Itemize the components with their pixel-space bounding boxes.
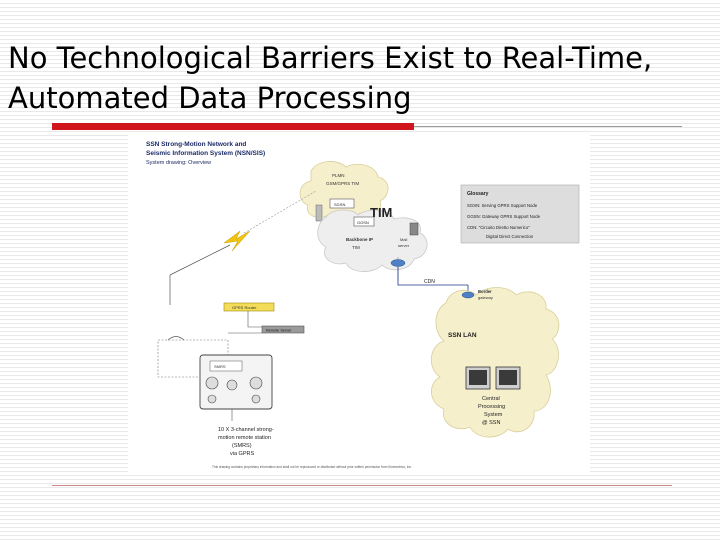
ssn-lan-cloud — [431, 287, 560, 438]
proprietary-notice: This drawing contains proprietary inform… — [212, 465, 412, 469]
smrs-caption-4: via GPRS — [230, 451, 254, 457]
radio-link-lower — [169, 244, 231, 276]
glossary-item: GGSN: Gateway GPRS Support Node — [467, 214, 541, 219]
ggsn-label: GGSN — [357, 220, 369, 225]
backbone-label-1: Backbone IP — [346, 237, 373, 242]
central-label-3: System — [484, 412, 503, 418]
border-label-1: Border — [478, 289, 492, 294]
ssn-lan-label: SSN LAN — [448, 332, 477, 339]
tim-label: TIM — [370, 205, 392, 220]
network-diagram-svg: SSN Strong-Motion Network and Seismic In… — [146, 141, 580, 469]
header-line-2: Seismic Information System (NSN/SIS) — [146, 150, 265, 157]
sgsn-box — [329, 198, 355, 209]
glossary-title: Glossary — [467, 191, 489, 197]
recorder-port-icon — [249, 376, 263, 390]
router-icon — [390, 259, 406, 267]
mail-label-2: server — [398, 243, 410, 248]
gprs-router-label: GPRS Router — [232, 305, 257, 310]
central-label-4: @ SSN — [482, 420, 500, 426]
mail-server-icon — [409, 222, 419, 236]
border-gateway-icon — [461, 291, 475, 299]
glossary-box — [460, 184, 580, 244]
backbone-cloud — [317, 209, 428, 272]
recorder-port-icon — [226, 379, 238, 391]
glossary-item: SGSN: Serving GPRS Support Node — [467, 203, 538, 208]
header-line-1: SSN Strong-Motion Network and — [146, 141, 246, 148]
router-server-link — [247, 311, 262, 328]
smrs-caption-3: (SMRS) — [232, 443, 252, 449]
recorder-label: SMRS — [214, 364, 226, 369]
central-label-1: Central — [482, 396, 500, 402]
backbone-label-2: TIM — [352, 245, 360, 250]
remote-server-label: Remote Server — [266, 329, 292, 333]
cdn-label: CDN — [424, 279, 435, 285]
network-diagram: SSN Strong-Motion Network and Seismic In… — [128, 135, 590, 473]
lightning-icon — [223, 230, 251, 252]
bottom-rule — [52, 485, 672, 486]
antenna-dish-icon — [167, 336, 185, 341]
recorder-port-icon — [251, 394, 261, 404]
slide-title: No Technological Barriers Exist to Real-… — [8, 41, 653, 115]
recorder-port-icon — [205, 376, 219, 390]
header-line-3: System drawing: Overview — [146, 160, 211, 166]
smrs-caption-1: 10 X 3-channel strong- — [218, 427, 274, 433]
mail-label-1: Mail — [400, 237, 407, 242]
central-label-2: Processing — [478, 404, 505, 410]
cdn-link — [397, 267, 468, 286]
remote-server-box — [261, 325, 305, 334]
ggsn-box — [353, 216, 375, 227]
gprs-router-box — [223, 302, 275, 312]
plmn-label-1: PLMN — [332, 173, 345, 178]
radio-link-upper — [243, 190, 317, 234]
title-accent-bar — [52, 123, 414, 130]
glossary-item: Digital Direct Connection — [486, 234, 534, 239]
smrs-caption-2: motion remote station — [218, 435, 271, 441]
cell-tower-icon — [315, 204, 323, 222]
monitor-left-screen — [469, 370, 487, 385]
glossary-item: CDN: "Circuito Diretto Numerico" — [467, 225, 530, 230]
recorder-display — [209, 360, 243, 372]
recorder-port-icon — [207, 394, 217, 404]
plmn-label-2: GSM/GPRS TIM — [326, 181, 359, 186]
monitor-right-screen — [499, 370, 517, 385]
sgsn-label: SGSN — [334, 202, 345, 207]
border-label-2: gateway — [478, 295, 493, 300]
